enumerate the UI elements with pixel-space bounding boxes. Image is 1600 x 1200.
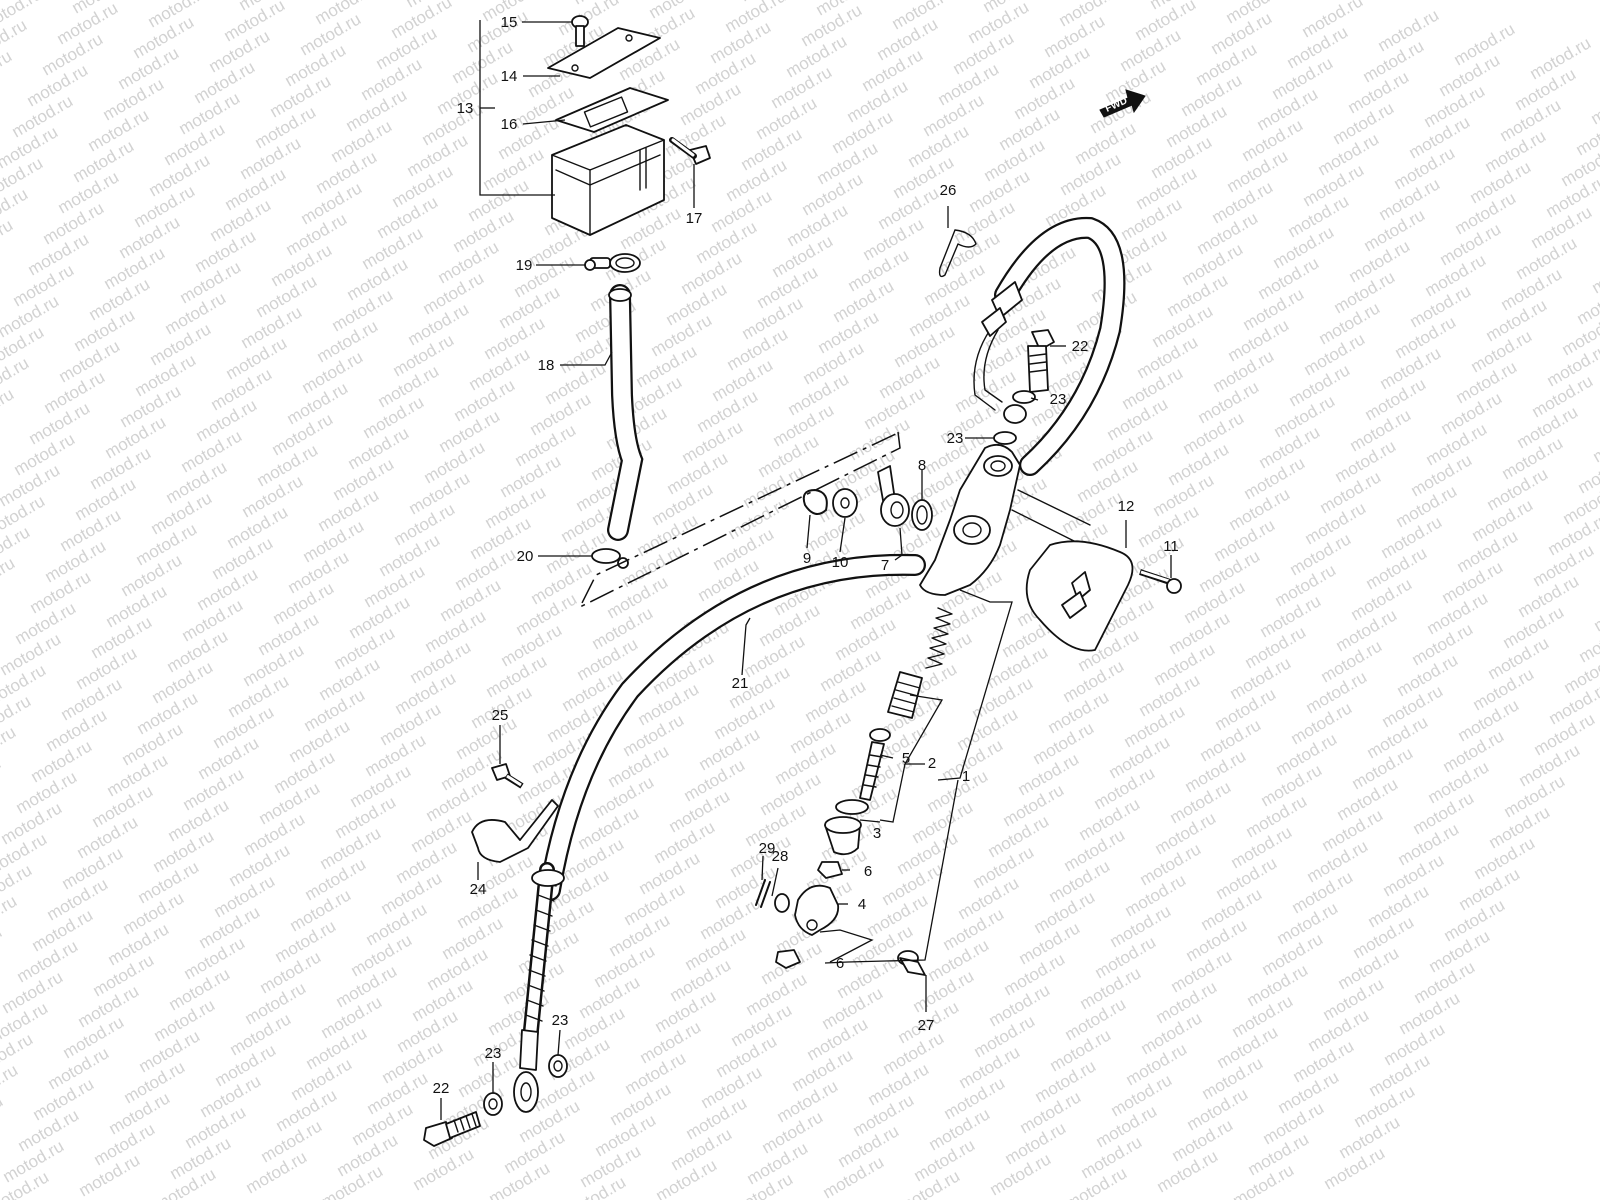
callout-number: 6 — [836, 955, 844, 972]
watermark-text: motod.ru — [1588, 78, 1600, 128]
callout-number: 11 — [1163, 538, 1179, 555]
callout-number: 1 — [962, 768, 970, 785]
watermark-text: motod.ru — [0, 384, 17, 434]
watermark-text: motod.ru — [0, 553, 18, 603]
callout-number: 4 — [858, 896, 866, 913]
banjo-fitting-part — [1003, 404, 1027, 424]
crush-washer-part — [993, 431, 1017, 445]
watermark-text: motod.ru — [1591, 585, 1600, 635]
callout-number: 20 — [517, 548, 534, 565]
callout-number: 6 — [864, 863, 872, 880]
watermark-text: motod.ru — [0, 753, 4, 803]
watermark-text: motod.ru — [1589, 247, 1600, 297]
watermark-text: motod.ru — [0, 215, 16, 265]
crush-washer-part — [483, 1092, 503, 1116]
callout-number: 23 — [552, 1012, 569, 1029]
callout-number: 25 — [492, 707, 509, 724]
watermark-text: motod.ru — [0, 891, 20, 941]
watermark-text: motod.ru — [0, 722, 19, 772]
clevis-pin-part — [897, 950, 926, 976]
callout-number: 13 — [457, 100, 474, 117]
callout-number: 23 — [947, 430, 964, 447]
o-ring-part — [911, 499, 933, 531]
washer-part — [774, 893, 790, 913]
washer-part — [832, 488, 858, 518]
watermark-text: motod.ru — [0, 246, 1, 296]
callout-number: 22 — [1072, 338, 1089, 355]
hose-connector-part — [877, 465, 910, 527]
callout-number: 17 — [686, 210, 703, 227]
washer-part — [835, 799, 869, 815]
callout-number: 18 — [538, 357, 555, 374]
callout-number: 15 — [501, 14, 518, 31]
callout-number: 28 — [772, 848, 789, 865]
watermark-text: motod.ru — [0, 415, 2, 465]
callout-number: 21 — [732, 675, 749, 692]
callout-number: 14 — [501, 68, 518, 85]
watermark-text: motod.ru — [0, 46, 15, 96]
watermark-text: motod.ru — [0, 1091, 6, 1141]
hose-clamp-part — [591, 548, 629, 569]
callout-number: 7 — [881, 557, 889, 574]
watermark-text: motod.ru — [1590, 416, 1600, 466]
callout-number: 16 — [501, 116, 518, 133]
callout-number: 8 — [918, 457, 926, 474]
crush-washer-part — [1012, 390, 1036, 404]
crush-washer-part — [548, 1054, 568, 1078]
callout-number: 2 — [928, 755, 936, 772]
callout-number: 24 — [470, 881, 487, 898]
callout-number: 10 — [832, 554, 849, 571]
callout-number: 12 — [1118, 498, 1135, 515]
callout-number: 23 — [1050, 391, 1067, 408]
watermark-text: motod.ru — [0, 922, 5, 972]
callout-number: 19 — [516, 257, 533, 274]
callout-number: 5 — [902, 750, 910, 767]
callout-number: 22 — [433, 1080, 450, 1097]
watermark-text: motod.ru — [0, 584, 3, 634]
callout-number: 23 — [485, 1045, 502, 1062]
callout-number: 27 — [918, 1017, 935, 1034]
callout-number: 9 — [803, 550, 811, 567]
bolt-part — [491, 763, 524, 789]
callout-number: 3 — [873, 825, 881, 842]
callout-number: 26 — [940, 182, 957, 199]
